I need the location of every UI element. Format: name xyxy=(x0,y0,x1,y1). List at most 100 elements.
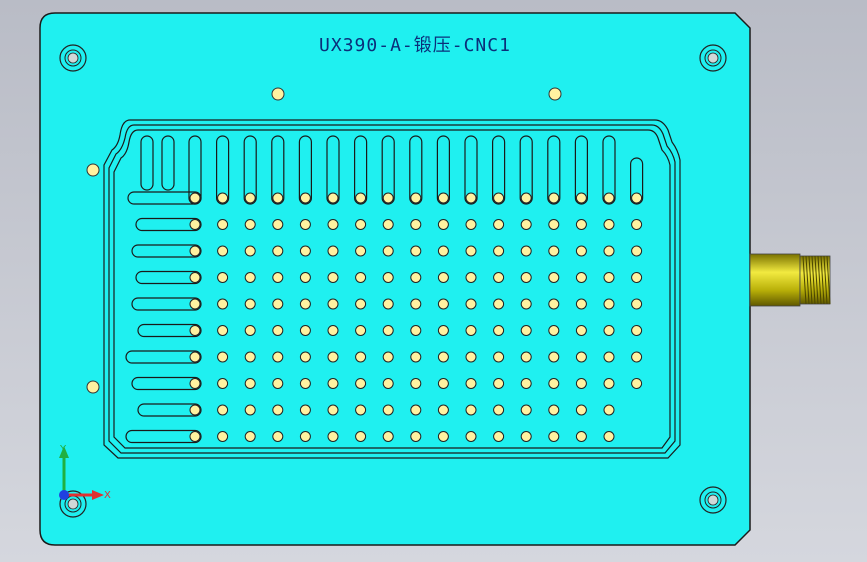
vent-hole xyxy=(575,351,587,363)
vent-hole xyxy=(493,325,505,336)
locating-pins xyxy=(86,87,562,394)
vent-hole xyxy=(410,272,422,283)
horizontal-slot xyxy=(125,429,202,444)
vent-hole xyxy=(217,219,229,230)
vent-hole xyxy=(631,219,643,230)
vent-hole xyxy=(189,219,201,230)
vent-hole xyxy=(493,219,505,230)
base-plate[interactable] xyxy=(39,12,751,546)
locating-pin xyxy=(271,87,285,101)
vent-hole xyxy=(437,378,449,389)
cooling-pocket xyxy=(103,119,681,459)
vent-hole xyxy=(272,351,284,363)
vent-hole xyxy=(217,378,229,389)
horizontal-slot xyxy=(135,270,202,285)
vent-hole xyxy=(272,245,284,257)
vent-hole xyxy=(493,378,505,389)
vent-hole xyxy=(327,245,339,257)
corner-slot xyxy=(161,135,175,191)
horizontal-slot xyxy=(125,350,202,364)
x-axis-arrowhead xyxy=(92,490,104,500)
vertical-slot xyxy=(381,135,395,205)
vent-hole xyxy=(520,404,532,416)
part-title: UX390-A-锻压-CNC1 xyxy=(319,35,511,56)
vent-hole xyxy=(548,431,560,442)
vent-hole xyxy=(631,351,643,363)
vent-hole xyxy=(575,378,587,389)
vent-hole xyxy=(520,378,532,389)
vent-hole xyxy=(217,325,229,336)
thread-line xyxy=(823,255,828,305)
vent-hole xyxy=(299,404,311,416)
vent-hole xyxy=(382,351,394,363)
vent-hole xyxy=(327,431,339,442)
corner-bolt-top-left xyxy=(59,44,87,72)
vent-hole xyxy=(327,378,339,389)
vent-hole xyxy=(272,298,284,310)
threaded-fitting[interactable] xyxy=(749,253,831,307)
coordinate-triad: Y X xyxy=(59,444,111,501)
vent-hole xyxy=(299,245,311,257)
vent-hole xyxy=(603,378,615,389)
vent-hole xyxy=(437,272,449,283)
vent-hole xyxy=(520,431,532,442)
vent-hole xyxy=(410,351,422,363)
vent-hole xyxy=(244,219,256,230)
vent-hole xyxy=(465,298,477,310)
vent-hole xyxy=(355,325,367,336)
vent-hole xyxy=(272,378,284,389)
vent-hole xyxy=(437,245,449,257)
vent-hole xyxy=(548,245,560,257)
vent-hole xyxy=(465,272,477,283)
vent-hole xyxy=(493,192,505,204)
vent-hole xyxy=(465,192,477,204)
corner-bolt-bottom-right xyxy=(699,486,727,514)
thread-line xyxy=(826,255,831,305)
vent-hole xyxy=(520,325,532,336)
thread-line xyxy=(814,255,819,305)
vent-hole xyxy=(520,219,532,230)
vent-hole xyxy=(437,219,449,230)
vent-hole xyxy=(244,325,256,336)
vent-hole xyxy=(189,298,201,310)
vertical-slot xyxy=(574,135,589,205)
vent-hole xyxy=(548,219,560,230)
vent-hole xyxy=(189,192,201,204)
vent-hole xyxy=(520,351,532,363)
vent-hole xyxy=(603,404,615,416)
horizontal-slot xyxy=(127,191,202,205)
vent-hole xyxy=(355,298,367,310)
vent-hole xyxy=(217,298,229,310)
thread-line xyxy=(808,255,813,305)
vent-hole xyxy=(520,272,532,283)
vent-hole xyxy=(548,325,560,336)
vertical-slot xyxy=(243,135,257,205)
vent-hole xyxy=(410,431,422,442)
vent-hole xyxy=(272,404,284,416)
vertical-slot xyxy=(409,135,423,205)
vent-hole xyxy=(603,272,615,283)
vent-hole xyxy=(437,404,449,416)
vent-hole xyxy=(382,378,394,389)
vent-hole xyxy=(299,351,311,363)
vent-hole xyxy=(548,192,560,204)
vent-hole xyxy=(299,272,311,283)
vent-hole xyxy=(493,351,505,363)
vent-hole xyxy=(437,192,449,204)
vent-hole xyxy=(217,404,229,416)
vent-hole xyxy=(327,219,339,230)
horizontal-slot xyxy=(137,403,202,417)
vent-hole xyxy=(575,245,587,257)
vent-hole xyxy=(465,245,477,257)
vent-hole xyxy=(299,325,311,336)
vent-hole xyxy=(189,351,201,363)
vent-hole xyxy=(437,325,449,336)
vent-hole xyxy=(575,431,587,442)
vent-hole xyxy=(493,431,505,442)
vent-hole xyxy=(410,404,422,416)
vent-hole xyxy=(355,431,367,442)
vent-hole xyxy=(382,192,394,204)
vent-hole xyxy=(603,298,615,310)
